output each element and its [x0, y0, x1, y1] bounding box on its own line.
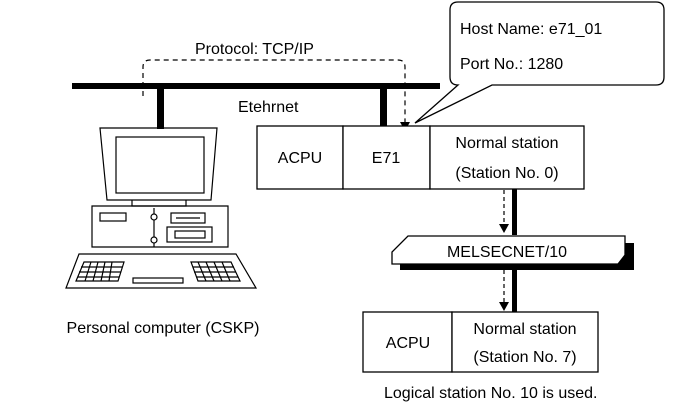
station-top-number: (Station No. 0) [455, 165, 558, 182]
bottom-link-arrowhead [499, 302, 509, 311]
station-top-e71-box [342, 125, 431, 190]
station-bottom-type-box [451, 311, 599, 373]
melsecnet-banner [391, 235, 626, 265]
pc-drop-cable [157, 86, 164, 129]
bottom-link-cable [512, 269, 517, 313]
station-top-type: Normal station [455, 135, 558, 152]
station-bottom-cpu-box [362, 311, 453, 373]
e71-drop-cable [380, 86, 387, 128]
melsecnet-label: MELSECNET/10 [447, 244, 567, 261]
protocol-dashed-path [142, 59, 406, 122]
station-bottom-number: (Station No. 7) [473, 349, 576, 366]
station-bottom-cpu: ACPU [386, 335, 430, 352]
station-top: ACPU E71 Normal station (Station No. 0) [256, 125, 585, 190]
ethernet-bus [72, 83, 440, 89]
callout-host-name: Host Name: e71_01 [460, 21, 602, 38]
network-label: Etehrnet [238, 99, 299, 116]
station-top-type-box [429, 125, 585, 190]
station-top-cpu: ACPU [278, 150, 322, 167]
station-bottom: ACPU Normal station (Station No. 7) [362, 311, 599, 373]
station-bottom-type: Normal station [473, 321, 576, 338]
protocol-label: Protocol: TCP/IP [195, 41, 314, 58]
station-top-cpu-box [256, 125, 344, 190]
callout-port-no: Port No.: 1280 [460, 56, 563, 73]
callout-bubble [414, 1, 665, 124]
top-link-arrowhead [499, 224, 509, 233]
station-top-module: E71 [372, 150, 401, 167]
footer-note: Logical station No. 10 is used. [384, 385, 597, 402]
top-link-cable [512, 189, 517, 235]
pc-label: Personal computer (CSKP) [67, 320, 260, 337]
personal-computer-icon [65, 127, 258, 289]
